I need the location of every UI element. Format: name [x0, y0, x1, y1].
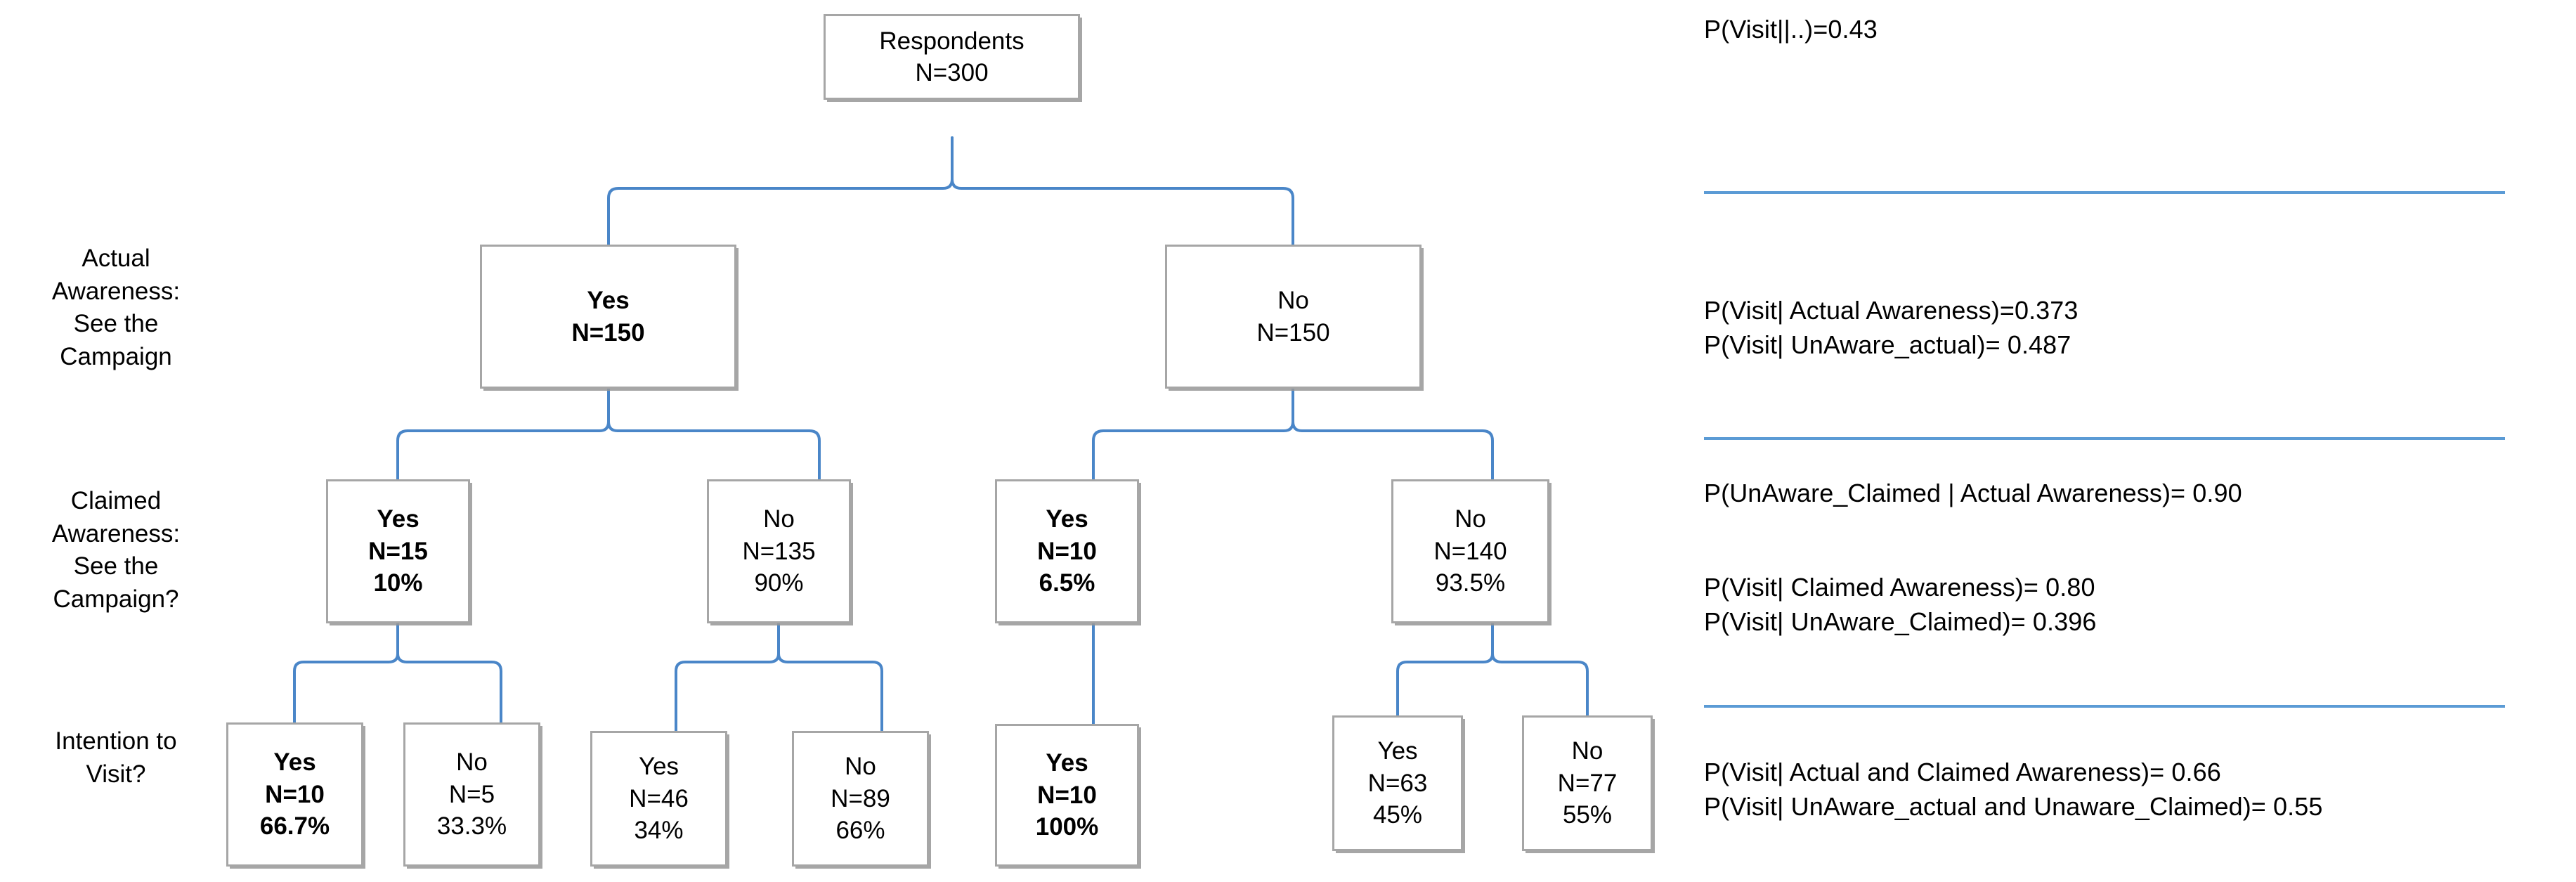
leaf-count: N=89 [831, 784, 890, 812]
node-actual-yes[interactable]: Yes N=150 [480, 245, 736, 389]
leaf-label: Yes [273, 748, 316, 777]
node-claimed-yes-unaware-pct: 6.5% [1039, 569, 1095, 597]
node-visit-yes-unaware-claimed[interactable]: Yes N=10 100% [995, 724, 1139, 867]
panel-text-joint: P(Visit| Actual and Claimed Awareness)= … [1704, 758, 2323, 821]
node-visit-no-aware-claimed[interactable]: No N=5 33.3% [403, 722, 540, 867]
leaf-pct: 55% [1562, 801, 1613, 829]
node-claimed-yes-aware-label: Yes [377, 505, 419, 533]
node-visit-yes-aware-unclaimed[interactable]: Yes N=46 34% [590, 731, 727, 867]
leaf-count: N=63 [1367, 769, 1428, 797]
leaf-count: N=5 [448, 780, 495, 808]
node-claimed-yes-aware[interactable]: Yes N=15 10% [326, 479, 470, 623]
leaf-label: No [845, 753, 876, 781]
panel-text-actual: P(Visit| Actual Awareness)=0.373 P(Visit… [1704, 296, 2079, 359]
leaf-label: Yes [1046, 749, 1088, 777]
node-claimed-no-aware-pct: 90% [754, 569, 804, 597]
node-claimed-yes-unaware-label: Yes [1046, 505, 1088, 533]
panel-divider-2 [1704, 437, 2505, 440]
panel-text-claimed-given-actual: P(UnAware_Claimed | Actual Awareness)= 0… [1704, 479, 2242, 507]
leaf-label: No [1571, 737, 1604, 765]
panel-divider-3 [1704, 705, 2505, 708]
leaf-label: No [456, 748, 488, 777]
node-visit-yes-aware-claimed[interactable]: Yes N=10 66.7% [226, 722, 363, 867]
leaf-count: N=10 [265, 780, 325, 808]
node-claimed-no-unaware-pct: 93.5% [1435, 569, 1506, 597]
node-claimed-no-unaware[interactable]: No N=140 93.5% [1391, 479, 1549, 623]
leaf-pct: 66% [835, 817, 885, 845]
node-claimed-no-unaware-label: No [1455, 505, 1486, 533]
node-claimed-yes-aware-count: N=15 [368, 537, 428, 565]
node-actual-no-label: No [1277, 287, 1309, 314]
leaf-count: N=46 [629, 784, 689, 812]
leaf-label: Yes [1377, 737, 1418, 765]
node-actual-yes-count: N=150 [571, 318, 645, 346]
node-claimed-no-unaware-count: N=140 [1433, 537, 1507, 565]
node-visit-no-aware-unclaimed[interactable]: No N=89 66% [792, 731, 929, 867]
leaf-pct: 100% [1035, 813, 1099, 841]
node-claimed-no-aware-label: No [763, 505, 795, 533]
node-respondents-count: N=300 [915, 59, 989, 86]
panel-text-claimed: P(Visit| Claimed Awareness)= 0.80 P(Visi… [1704, 573, 2097, 636]
leaf-pct: 33.3% [436, 812, 507, 841]
leaf-count: N=77 [1557, 769, 1618, 797]
probability-summary-panel: P(Visit||..)=0.43 P(Visit| Actual Awaren… [1704, 0, 2547, 882]
node-actual-no-count: N=150 [1256, 318, 1330, 346]
node-respondents-label: Respondents [879, 27, 1024, 55]
leaf-count: N=10 [1037, 781, 1097, 809]
node-claimed-no-aware-count: N=135 [742, 537, 816, 565]
row-label-claimed-awareness: Claimed Awareness: See the Campaign? [51, 487, 181, 613]
row-label-actual-awareness: Actual Awareness: See the Campaign [51, 245, 181, 370]
row-label-intention-to-visit: Intention to Visit? [55, 727, 177, 788]
panel-text-overall: P(Visit||..)=0.43 [1704, 15, 1878, 44]
leaf-label: Yes [638, 753, 679, 781]
node-claimed-yes-aware-pct: 10% [373, 569, 423, 597]
node-visit-no-unaware-unclaimed[interactable]: No N=77 55% [1522, 715, 1653, 851]
node-visit-yes-unaware-unclaimed[interactable]: Yes N=63 45% [1332, 715, 1463, 851]
leaf-pct: 45% [1372, 801, 1423, 829]
node-respondents[interactable]: Respondents N=300 [824, 14, 1080, 100]
node-actual-no[interactable]: No N=150 [1165, 245, 1422, 389]
leaf-pct: 34% [634, 817, 684, 845]
leaf-pct: 66.7% [259, 812, 330, 841]
node-claimed-yes-unaware-count: N=10 [1037, 537, 1097, 565]
node-claimed-yes-unaware[interactable]: Yes N=10 6.5% [995, 479, 1139, 623]
node-actual-yes-label: Yes [587, 287, 630, 314]
node-claimed-no-aware[interactable]: No N=135 90% [707, 479, 851, 623]
panel-divider-1 [1704, 191, 2505, 194]
